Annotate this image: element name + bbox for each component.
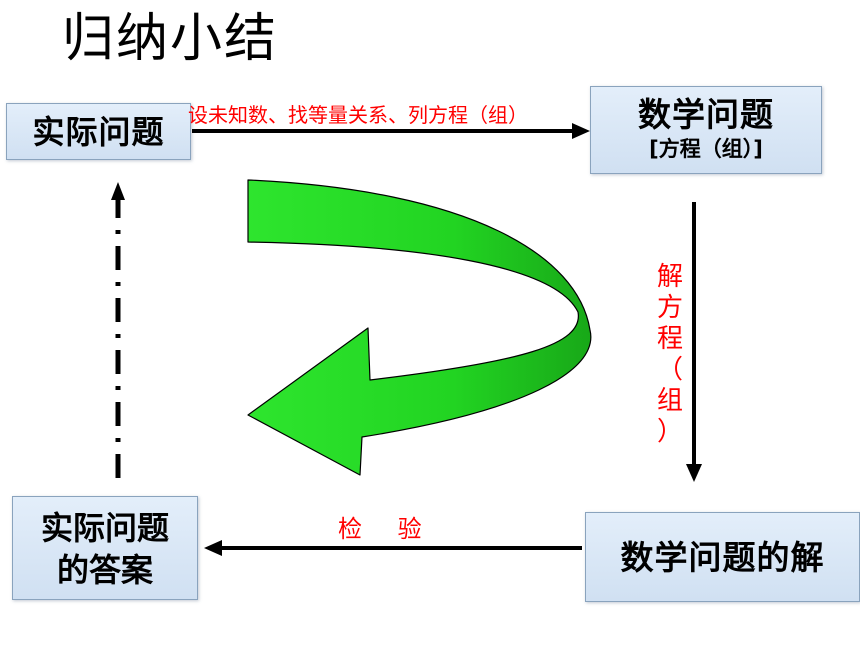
- model-step-label: 设未知数、找等量关系、列方程（组）: [188, 103, 528, 127]
- real-problem-box: 实际问题: [6, 103, 191, 160]
- solve-char: 组: [656, 386, 683, 416]
- solve-char: 解: [656, 262, 683, 292]
- page-title: 归纳小结: [62, 9, 279, 69]
- solve-char: ）: [656, 417, 683, 447]
- arrow-left-bottom: [204, 540, 582, 556]
- math-problem-label: 数学问题: [638, 95, 774, 134]
- arrow-up-dashdot: [111, 182, 125, 478]
- arrow-right-top: [192, 123, 590, 139]
- real-answer-box: 实际问题 的答案: [12, 496, 198, 600]
- solve-char: （: [656, 355, 683, 385]
- arrow-down-right: [686, 202, 702, 482]
- solve-char: 程: [656, 324, 683, 354]
- math-problem-box: 数学问题 [方程（组）]: [590, 86, 822, 174]
- real-answer-line2: 的答案: [56, 551, 153, 589]
- solve-char: 方: [656, 293, 683, 323]
- green-curved-arrow: [247, 179, 592, 476]
- solve-step-label: 解 方 程 （ 组 ）: [650, 262, 690, 448]
- math-solution-box: 数学问题的解: [585, 512, 860, 602]
- equation-label: [方程（组）]: [649, 137, 763, 161]
- real-answer-line1: 实际问题: [40, 509, 169, 547]
- check-step-label: 检 验: [338, 515, 436, 543]
